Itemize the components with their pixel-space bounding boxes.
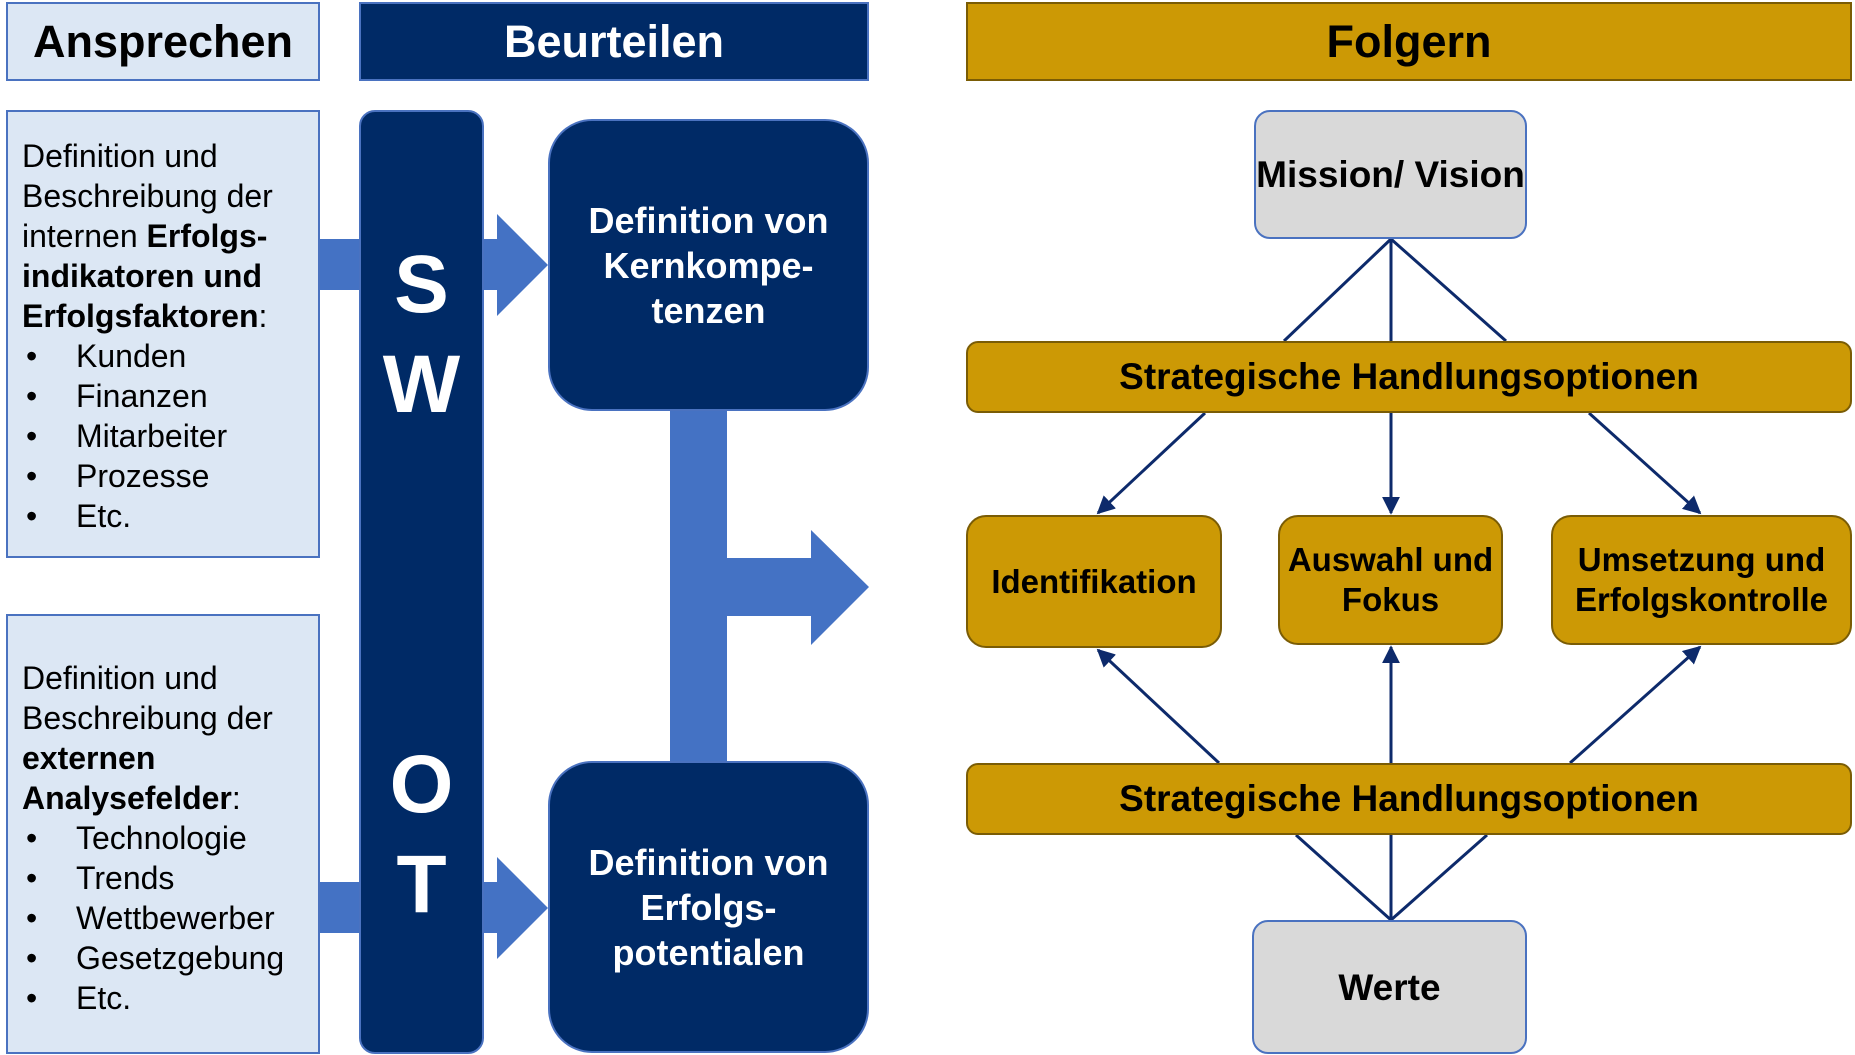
auswahl-fokus-label: Auswahl und Fokus bbox=[1287, 541, 1494, 618]
mission-connectors bbox=[1282, 237, 1507, 343]
top-bar-arrows bbox=[1096, 411, 1702, 515]
swot-letter-t: T bbox=[396, 839, 447, 930]
identifikation-label: Identifikation bbox=[991, 562, 1197, 600]
panel-internal-text: Definition und Beschreibung der internen… bbox=[22, 136, 308, 336]
list-item: Technologie bbox=[22, 818, 308, 858]
panel-external-suffix: : bbox=[231, 780, 241, 816]
strategic-options-bar-bottom: Strategische Handlungsoptionen bbox=[966, 763, 1852, 835]
identifikation-box: Identifikation bbox=[966, 515, 1222, 648]
panel-external-factors: Definition und Beschreibung der externen… bbox=[6, 614, 320, 1054]
swot-letter-s: S bbox=[394, 239, 449, 330]
list-item: Wettbewerber bbox=[22, 898, 308, 938]
list-item: Etc. bbox=[22, 978, 308, 1018]
block-arrow-to-kernkompetenzen bbox=[484, 214, 548, 316]
panel-internal-intro: Definition und Beschreibung der internen bbox=[22, 138, 273, 254]
umsetzung-erfolgskontrolle-box: Umsetzung und Erfolgskontrolle bbox=[1551, 515, 1852, 645]
definition-erfolgspotentiale: Definition von Erfolgs-potentialen bbox=[548, 761, 869, 1053]
vertical-connector bbox=[670, 411, 727, 761]
bottom-bar-arrows bbox=[1096, 645, 1702, 765]
header-ansprechen: Ansprechen bbox=[6, 2, 320, 81]
panel-external-bold: externen Analysefelder bbox=[22, 740, 232, 816]
list-item: Kunden bbox=[22, 336, 308, 376]
block-arrow-to-folgern bbox=[727, 530, 869, 645]
list-item: Mitarbeiter bbox=[22, 416, 308, 456]
swot-letter-w: W bbox=[382, 339, 461, 430]
werte-connectors bbox=[1294, 833, 1488, 922]
panel-internal-bold: Erfolgs-indikatoren und Erfolgsfaktoren bbox=[22, 218, 268, 334]
panel-internal-list: Kunden Finanzen Mitarbeiter Prozesse Etc… bbox=[22, 336, 308, 536]
umsetzung-erfolgskontrolle-label: Umsetzung und Erfolgskontrolle bbox=[1574, 541, 1829, 618]
feed-bar-intern bbox=[320, 239, 360, 290]
header-beurteilen: Beurteilen bbox=[359, 2, 869, 81]
swot-letter-o: O bbox=[389, 739, 454, 830]
definition-kernkompetenzen-label: Definition von Kernkompe-tenzen bbox=[588, 199, 829, 331]
list-item: Trends bbox=[22, 858, 308, 898]
panel-external-list: Technologie Trends Wettbewerber Gesetzge… bbox=[22, 818, 308, 1018]
panel-internal-suffix: : bbox=[258, 298, 268, 334]
block-arrow-to-erfolgspotentialen bbox=[484, 857, 548, 959]
feed-bar-extern bbox=[320, 882, 360, 933]
panel-external-intro: Definition und Beschreibung der bbox=[22, 660, 273, 736]
list-item: Gesetzgebung bbox=[22, 938, 308, 978]
mission-vision-label: Mission/ Vision bbox=[1256, 154, 1525, 195]
strategic-options-bar-top: Strategische Handlungsoptionen bbox=[966, 341, 1852, 413]
header-folgern: Folgern bbox=[966, 2, 1852, 81]
auswahl-fokus-box: Auswahl und Fokus bbox=[1278, 515, 1503, 645]
list-item: Finanzen bbox=[22, 376, 308, 416]
definition-kernkompetenzen: Definition von Kernkompe-tenzen bbox=[548, 119, 869, 411]
list-item: Etc. bbox=[22, 496, 308, 536]
mission-vision-box: Mission/ Vision bbox=[1254, 110, 1527, 239]
panel-internal-factors: Definition und Beschreibung der internen… bbox=[6, 110, 320, 558]
werte-box: Werte bbox=[1252, 920, 1527, 1054]
swot-column bbox=[359, 110, 484, 1054]
werte-label: Werte bbox=[1338, 966, 1441, 1008]
list-item: Prozesse bbox=[22, 456, 308, 496]
definition-erfolgspotentiale-label: Definition von Erfolgs-potentialen bbox=[588, 841, 829, 973]
panel-external-text: Definition und Beschreibung der externen… bbox=[22, 658, 308, 818]
